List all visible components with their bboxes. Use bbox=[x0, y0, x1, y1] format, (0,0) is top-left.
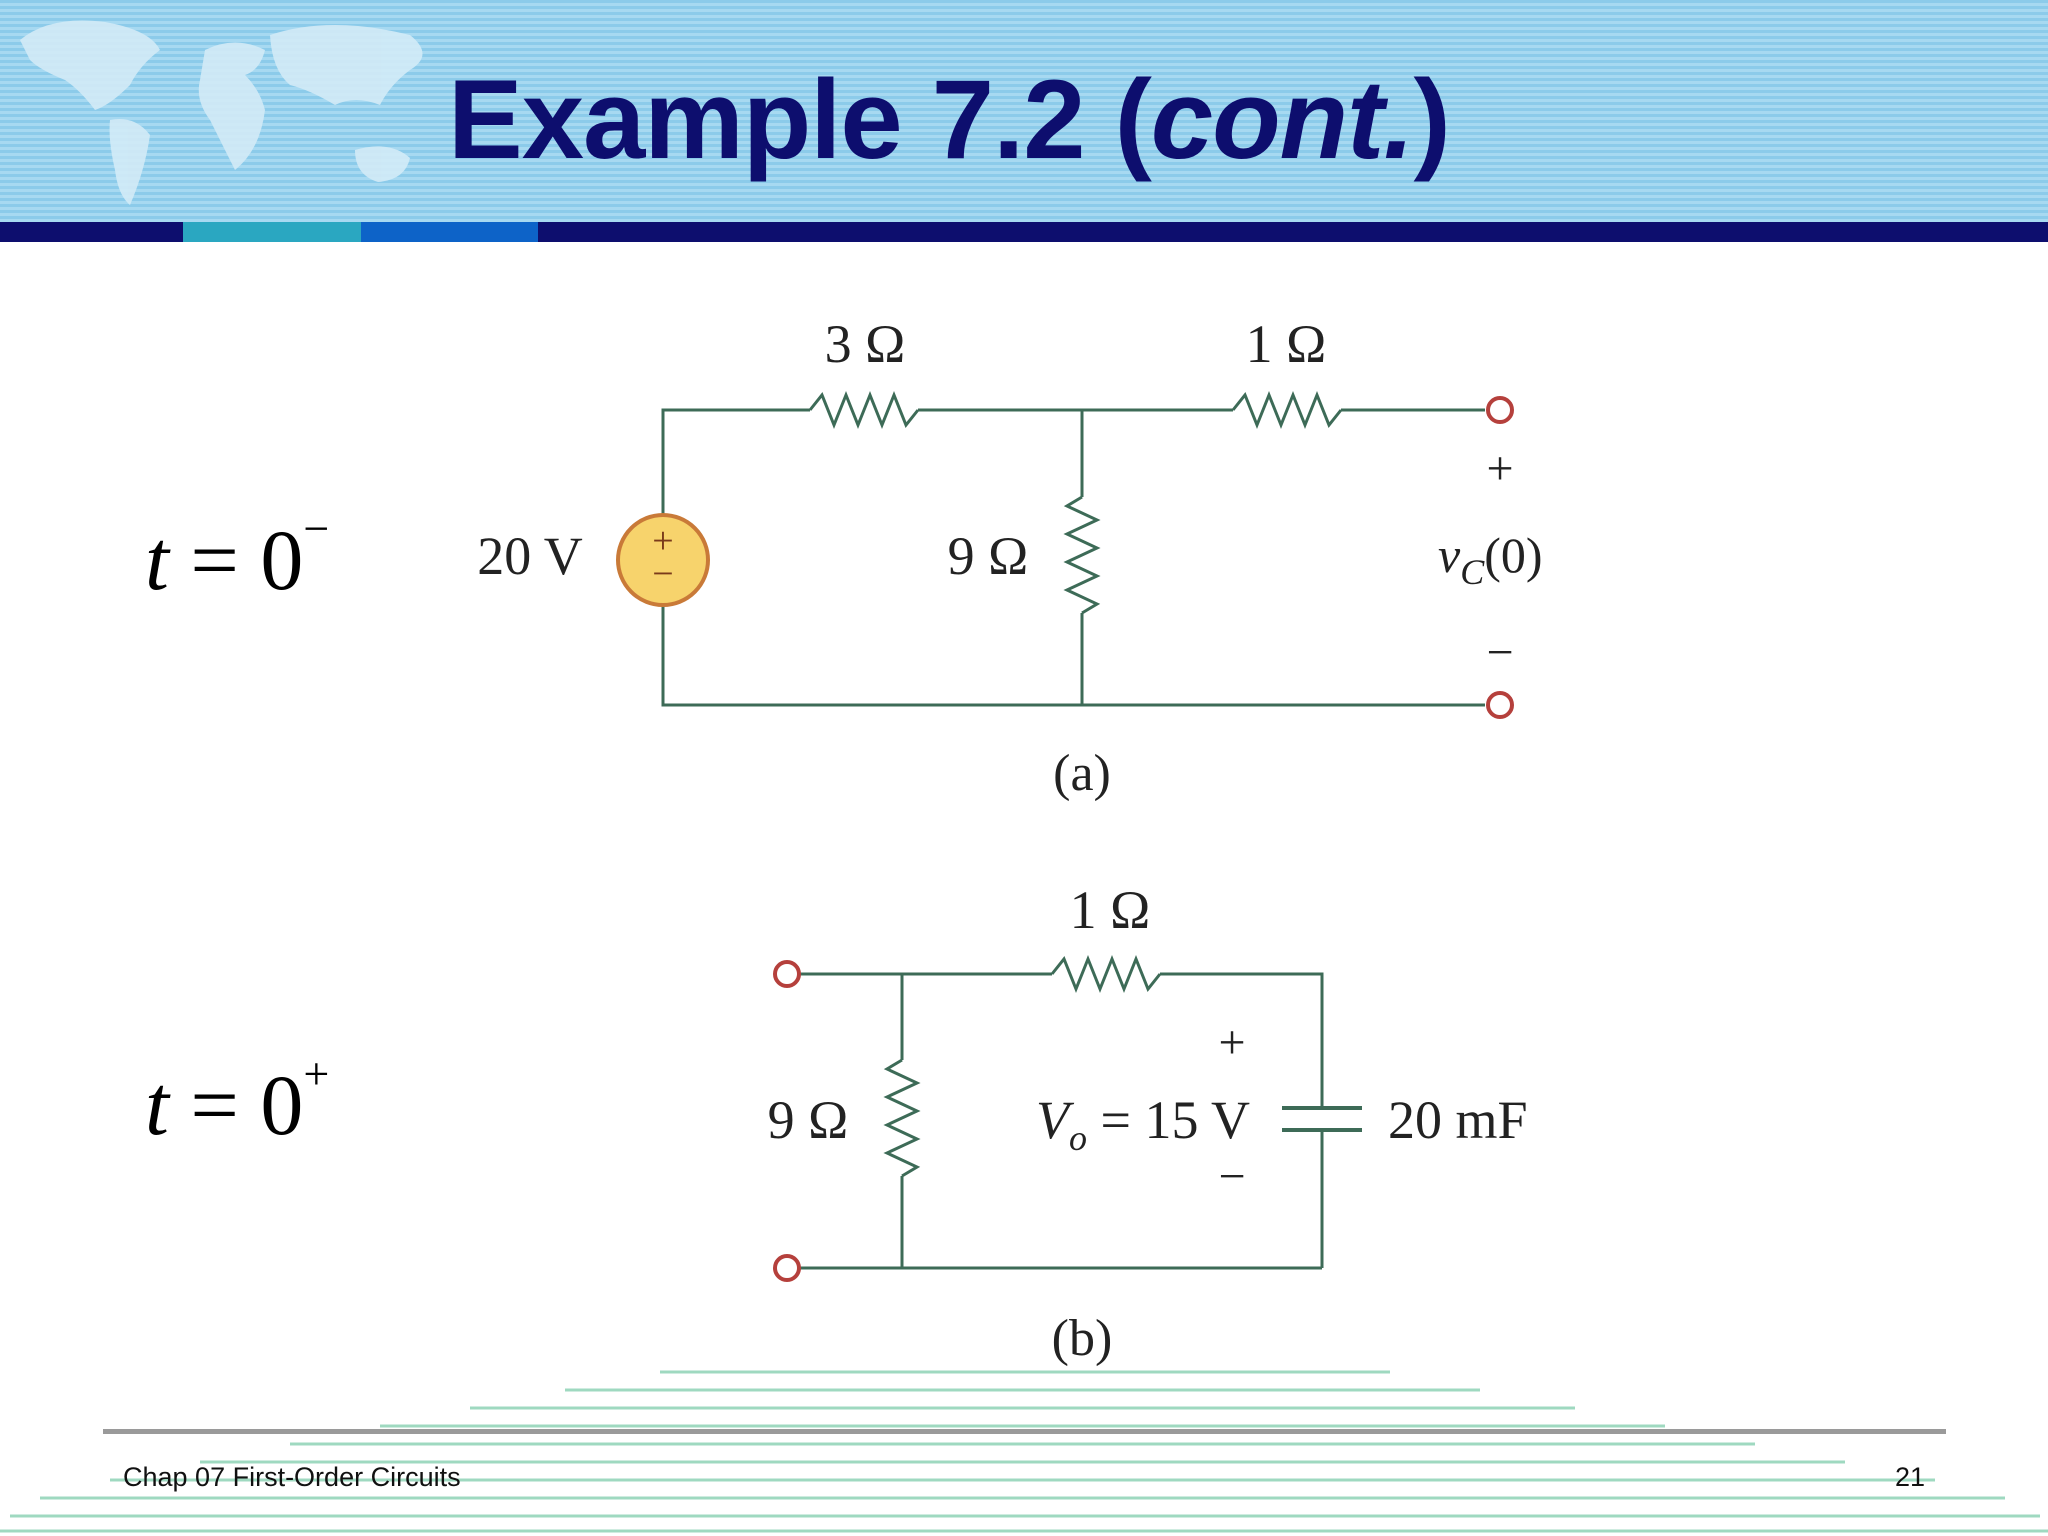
t-minus-sup: − bbox=[303, 503, 330, 554]
label-1ohm-a: 1 Ω bbox=[1246, 314, 1327, 374]
output-plus: + bbox=[1486, 442, 1513, 495]
caption-a: (a) bbox=[1053, 745, 1111, 802]
resistor-9ohm-b bbox=[883, 1058, 921, 1178]
decorative-stripes bbox=[0, 1370, 2048, 1533]
header-accent-rule bbox=[0, 222, 2048, 242]
title-close: ) bbox=[1413, 57, 1450, 182]
label-20v: 20 V bbox=[477, 526, 583, 586]
circuit-a-wires bbox=[661, 390, 1485, 707]
resistor-3ohm bbox=[808, 390, 920, 430]
accent-segment-3 bbox=[361, 222, 538, 242]
vo-sub: o bbox=[1069, 1118, 1087, 1158]
terminal-b-bottom bbox=[773, 1254, 801, 1282]
vo-minus: − bbox=[1218, 1150, 1245, 1203]
caption-b: (b) bbox=[1052, 1310, 1113, 1367]
vc-arg: (0) bbox=[1484, 527, 1542, 583]
header-band: Example 7.2 (cont.) bbox=[0, 0, 2048, 225]
australia-shape bbox=[355, 146, 410, 182]
label-20mf: 20 mF bbox=[1388, 1090, 1528, 1150]
terminal-a-bottom bbox=[1486, 691, 1514, 719]
title-main: Example 7.2 ( bbox=[448, 57, 1152, 182]
title-italic: cont. bbox=[1150, 57, 1415, 182]
label-3ohm: 3 Ω bbox=[825, 314, 906, 374]
resistor-1ohm-b bbox=[1050, 954, 1162, 994]
resistor-9ohm-a bbox=[1063, 495, 1101, 615]
world-map-logo bbox=[20, 20, 423, 205]
vc-sub: C bbox=[1460, 552, 1485, 592]
terminal-a-top bbox=[1486, 396, 1514, 424]
asia-shape bbox=[270, 25, 423, 105]
output-voltage-label: vC(0) bbox=[1438, 527, 1543, 592]
accent-segment-4 bbox=[538, 222, 2048, 242]
label-9ohm-b: 9 Ω bbox=[768, 1090, 849, 1150]
vo-val: = 15 V bbox=[1087, 1090, 1250, 1150]
t-minus-var: t bbox=[145, 512, 169, 608]
resistor-1ohm-a bbox=[1231, 390, 1343, 430]
vc-var: v bbox=[1438, 527, 1461, 583]
source-plus: + bbox=[652, 520, 673, 562]
t-plus-var: t bbox=[145, 1057, 169, 1153]
south-america-shape bbox=[109, 119, 150, 205]
slide-title: Example 7.2 (cont.) bbox=[448, 50, 1451, 190]
north-america-shape bbox=[20, 20, 160, 110]
label-1ohm-b: 1 Ω bbox=[1070, 880, 1151, 940]
footer-chapter: Chap 07 First-Order Circuits bbox=[123, 1462, 461, 1492]
vo-label: Vo = 15 V bbox=[1036, 1090, 1250, 1158]
output-minus: − bbox=[1486, 626, 1513, 679]
t-minus-label: t = 0− bbox=[145, 503, 329, 610]
terminal-b-top bbox=[773, 960, 801, 988]
accent-segment-1 bbox=[0, 222, 183, 242]
t-minus-eq: = 0 bbox=[168, 512, 304, 608]
t-plus-eq: = 0 bbox=[168, 1057, 304, 1153]
circuit-b-wires bbox=[800, 954, 1362, 1270]
t-plus-label: t = 0+ bbox=[145, 1048, 329, 1155]
voltage-source bbox=[616, 513, 710, 607]
accent-segment-2 bbox=[183, 222, 361, 242]
footer-rule bbox=[103, 1429, 1946, 1434]
vo-plus: + bbox=[1218, 1016, 1245, 1069]
europe-africa-shape bbox=[198, 42, 265, 170]
t-plus-sup: + bbox=[303, 1048, 330, 1099]
source-minus: − bbox=[652, 553, 673, 595]
vo-var: V bbox=[1036, 1090, 1075, 1150]
footer-page-number: 21 bbox=[1894, 1462, 1925, 1492]
label-9ohm-a: 9 Ω bbox=[948, 526, 1029, 586]
